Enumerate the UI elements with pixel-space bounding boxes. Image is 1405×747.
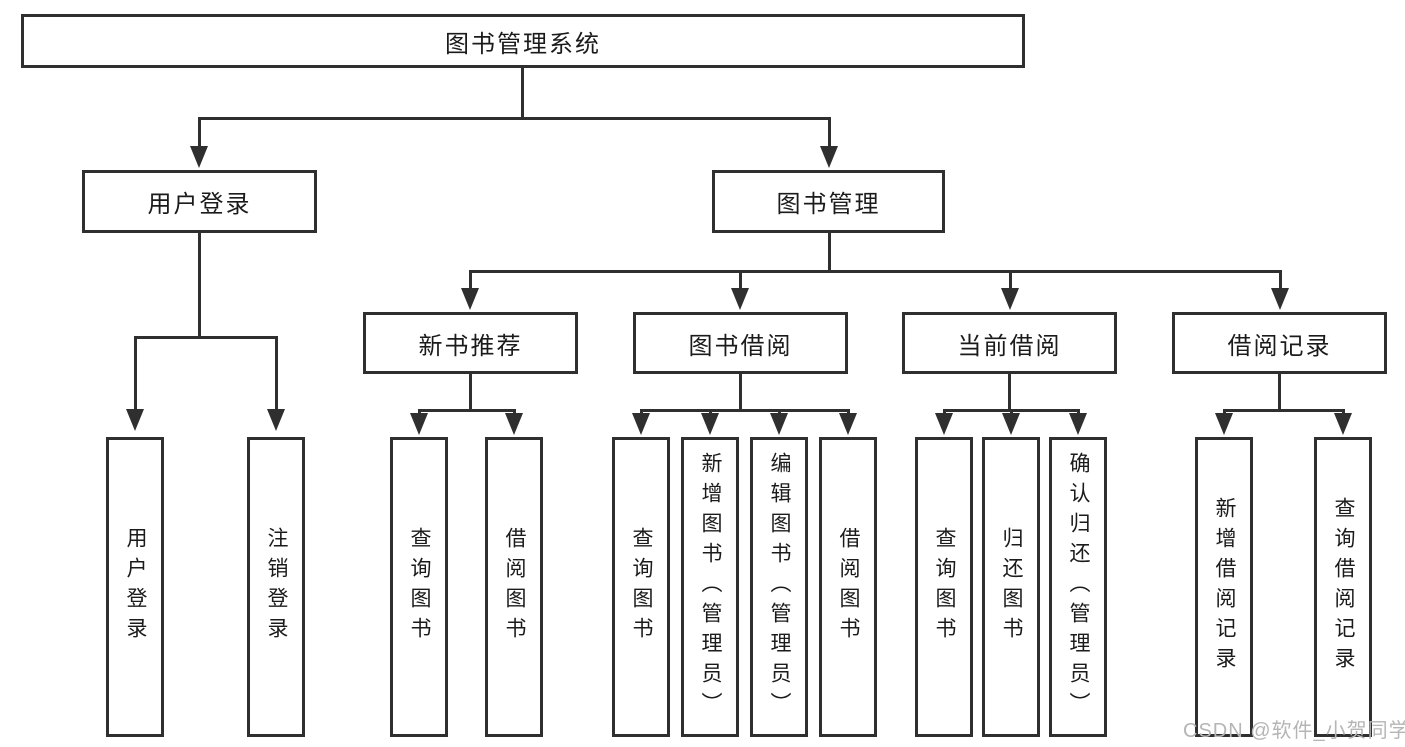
connector-to-node [468, 271, 472, 289]
node-label: 借阅记录 [1227, 332, 1332, 360]
node-new-book-recommendation: 新书推荐 [363, 312, 578, 374]
connector-user-login-bus [133, 335, 278, 339]
leaf-label: 归还图书 [1000, 527, 1023, 647]
connector-to-leaf [133, 337, 137, 411]
arrow-down-icon [1334, 413, 1352, 435]
connector-bus [1222, 408, 1345, 412]
connector-to-node [1278, 271, 1282, 289]
connector-user-login-stem [197, 231, 201, 338]
leaf-add-books-admin: 新增图书（管理员） [681, 437, 739, 737]
leaf-label: 查询图书 [408, 527, 431, 647]
leaf-label: 查询借阅记录 [1332, 497, 1355, 677]
arrow-down-icon [839, 413, 857, 435]
leaf-query-borrow-record: 查询借阅记录 [1314, 437, 1372, 737]
connector-stem [469, 373, 472, 411]
arrow-down-icon [770, 413, 788, 435]
arrow-down-icon [410, 413, 428, 435]
watermark: CSDN @软件_小贺同学 [1183, 720, 1405, 742]
connector-to-leaf [274, 337, 278, 411]
arrow-down-icon [267, 409, 285, 431]
connector-stem [739, 373, 742, 411]
connector-root-bus [197, 116, 831, 120]
leaf-add-borrow-record: 新增借阅记录 [1195, 437, 1253, 737]
node-library-management-system: 图书管理系统 [21, 14, 1025, 68]
arrow-down-icon [461, 288, 479, 310]
connector-root-stem [520, 66, 524, 118]
node-label: 图书管理系统 [445, 30, 601, 58]
connector-stem [1008, 373, 1011, 411]
arrow-down-icon [701, 413, 719, 435]
connector-to-book-management [827, 118, 831, 148]
leaf-label: 新增图书（管理员） [699, 452, 722, 722]
arrow-down-icon [731, 288, 749, 310]
leaf-label: 用户登录 [124, 527, 147, 647]
node-book-borrowing: 图书借阅 [633, 312, 848, 374]
connector-to-user-login [197, 118, 201, 148]
node-label: 图书借阅 [688, 332, 793, 360]
node-label: 当前借阅 [957, 332, 1062, 360]
arrow-down-icon [1002, 413, 1020, 435]
node-label: 图书管理 [776, 191, 881, 218]
node-current-borrowing: 当前借阅 [902, 312, 1117, 374]
leaf-confirm-return-admin: 确认归还（管理员） [1049, 437, 1107, 737]
leaf-return-books: 归还图书 [982, 437, 1040, 737]
leaf-label: 确认归还（管理员） [1067, 452, 1090, 722]
leaf-query-books-recommend: 查询图书 [390, 437, 448, 737]
connector-to-node [738, 271, 742, 289]
leaf-label: 借阅图书 [837, 527, 860, 647]
connector-bus [417, 408, 516, 412]
connector-bus [639, 408, 850, 412]
leaf-label: 查询图书 [630, 527, 653, 647]
node-book-management: 图书管理 [712, 170, 945, 233]
arrow-down-icon [820, 146, 838, 168]
connector-book-management-bus [468, 269, 1282, 273]
arrow-down-icon [126, 409, 144, 431]
arrow-down-icon [1001, 288, 1019, 310]
leaf-query-books-borrowing: 查询图书 [612, 437, 670, 737]
leaf-borrow-books-borrowing: 借阅图书 [819, 437, 877, 737]
leaf-label: 查询图书 [933, 527, 956, 647]
leaf-edit-books-admin: 编辑图书（管理员） [750, 437, 808, 737]
leaf-user-login: 用户登录 [106, 437, 164, 737]
arrow-down-icon [935, 413, 953, 435]
arrow-down-icon [505, 413, 523, 435]
arrow-down-icon [1215, 413, 1233, 435]
arrow-down-icon [632, 413, 650, 435]
node-user-login: 用户登录 [82, 170, 317, 233]
node-label: 用户登录 [147, 191, 252, 218]
leaf-borrow-books-recommend: 借阅图书 [485, 437, 543, 737]
leaf-label: 借阅图书 [503, 527, 526, 647]
node-label: 新书推荐 [418, 332, 523, 360]
connector-book-management-stem [827, 231, 831, 272]
leaf-logout: 注销登录 [247, 437, 305, 737]
node-borrowing-records: 借阅记录 [1172, 312, 1387, 374]
arrow-down-icon [1069, 413, 1087, 435]
connector-to-node [1008, 271, 1012, 289]
leaf-label: 新增借阅记录 [1213, 497, 1236, 677]
arrow-down-icon [190, 146, 208, 168]
leaf-label: 编辑图书（管理员） [768, 452, 791, 722]
arrow-down-icon [1271, 288, 1289, 310]
leaf-query-books-current: 查询图书 [915, 437, 973, 737]
leaf-label: 注销登录 [265, 527, 288, 647]
connector-stem [1278, 373, 1281, 411]
